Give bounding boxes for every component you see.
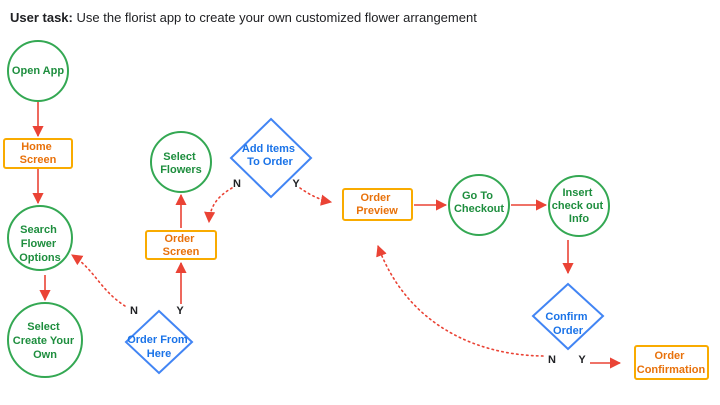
order-confirmation-line-2: Confirmation	[637, 364, 706, 376]
order-confirmation-line-1: Order	[654, 350, 685, 362]
select-create-line-1: Select	[27, 321, 60, 333]
label-add-items-no: N	[233, 178, 241, 190]
dotted-arrow-order-from-here-no-to-search	[71, 254, 126, 307]
node-search-flower-options: Search Flower Options	[7, 205, 73, 271]
label-confirm-no: N	[548, 354, 556, 366]
open-app-line-1: Open App	[12, 65, 64, 77]
search-line-1: Search	[20, 224, 57, 236]
svg-text:Select Create Your: Select Create Your Own	[13, 321, 77, 361]
dotted-arrow-add-items-yes-to-preview	[299, 187, 333, 206]
label-order-from-here-no: N	[130, 305, 138, 317]
svg-text:Search Flower Opti: Search Flower Options	[19, 224, 61, 264]
order-from-here-line-1: Order From	[127, 334, 188, 346]
confirm-order-line-2: Order	[553, 325, 584, 337]
svg-text:Add Items To Order: Add Items To Order	[242, 143, 298, 168]
node-add-items-to-order: Add Items To Order	[229, 117, 313, 199]
node-order-screen: Order Screen	[145, 230, 217, 260]
node-open-app: Open App	[7, 40, 69, 102]
node-go-to-checkout: Go To Checkout	[448, 174, 510, 236]
svg-text:Insert check out I: Insert check out Info	[552, 187, 606, 225]
order-preview-line-2: Preview	[356, 205, 398, 217]
select-create-line-2: Create Your	[13, 335, 75, 347]
svg-text:Select Flowers: Select Flowers	[160, 151, 202, 176]
checkout-line-1: Go To	[462, 190, 493, 202]
user-task-text: Use the florist app to create your own c…	[76, 10, 477, 25]
node-select-create-your-own: Select Create Your Own	[7, 302, 83, 378]
node-select-flowers: Select Flowers	[150, 131, 212, 193]
checkout-line-2: Checkout	[454, 203, 504, 215]
order-screen-line-2: Screen	[163, 246, 200, 258]
order-screen-line-1: Order	[164, 233, 195, 245]
user-task-label: User task:	[10, 10, 73, 25]
node-home-screen: Home Screen	[3, 138, 73, 169]
insert-info-line-1: Insert	[562, 187, 592, 199]
home-screen-line-1: Home	[21, 141, 52, 153]
node-order-preview: Order Preview	[342, 188, 413, 221]
confirm-order-line-1: Confirm	[545, 311, 587, 323]
insert-info-line-2: check out	[552, 200, 604, 212]
label-order-from-here-yes: Y	[176, 305, 184, 317]
node-confirm-order: Confirm Order	[531, 282, 605, 351]
order-from-here-line-2: Here	[147, 348, 171, 360]
dotted-arrow-add-items-no-to-order-screen	[204, 187, 233, 224]
search-line-3: Options	[19, 252, 61, 264]
node-order-confirmation: Order Confirmation	[634, 345, 709, 380]
search-line-2: Flower	[21, 238, 57, 250]
select-flowers-line-1: Select	[163, 151, 196, 163]
svg-text:Go To Checkout: Go To Checkout	[454, 190, 504, 215]
svg-text:Order Confirmation: Order Confirmation	[637, 350, 706, 376]
node-order-from-here: Order From Here	[124, 309, 194, 375]
svg-text:Confirm Order: Confirm Order	[545, 311, 590, 337]
select-flowers-line-2: Flowers	[160, 164, 202, 176]
add-items-line-2: To Order	[247, 156, 293, 168]
svg-text:Order From Here: Order From Here	[127, 334, 191, 360]
label-confirm-yes: Y	[578, 354, 586, 366]
dotted-arrow-confirm-no-to-preview	[376, 244, 544, 357]
order-preview-line-1: Order	[360, 192, 391, 204]
home-screen-line-2: Screen	[20, 154, 57, 166]
label-add-items-yes: Y	[292, 178, 300, 190]
select-create-line-3: Own	[33, 349, 57, 361]
svg-text:Open App: Open App	[12, 65, 64, 77]
add-items-line-1: Add Items	[242, 143, 295, 155]
svg-text:Order Preview: Order Preview	[356, 192, 398, 217]
insert-info-line-3: Info	[569, 213, 589, 225]
user-task-header: User task: Use the florist app to create…	[10, 10, 477, 25]
svg-text:Home Screen: Home Screen	[20, 141, 57, 166]
svg-text:Order Screen: Order Screen	[163, 233, 200, 258]
node-insert-check-out-info: Insert check out Info	[548, 175, 610, 237]
